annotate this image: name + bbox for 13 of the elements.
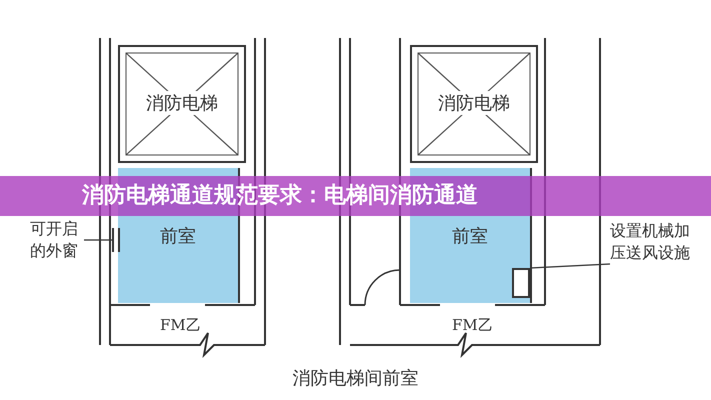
room-label: 前室: [451, 225, 489, 248]
caption: 消防电梯间前室: [292, 367, 420, 390]
air-duct-symbol: [512, 268, 530, 298]
door-label: FM乙: [160, 316, 201, 335]
leader-line: [84, 239, 112, 241]
elevator-shaft: [410, 45, 538, 163]
door-label: FM乙: [452, 316, 493, 335]
window-symbol: [112, 228, 120, 252]
title-banner: 消防电梯通道规范要求：电梯间消防通道: [0, 176, 711, 216]
elevator-shaft: [118, 45, 246, 163]
callout-text: 设置机械加压送风设施: [610, 220, 691, 264]
callout-text: 可开启的外窗: [30, 218, 79, 262]
room-label: 前室: [159, 225, 197, 248]
